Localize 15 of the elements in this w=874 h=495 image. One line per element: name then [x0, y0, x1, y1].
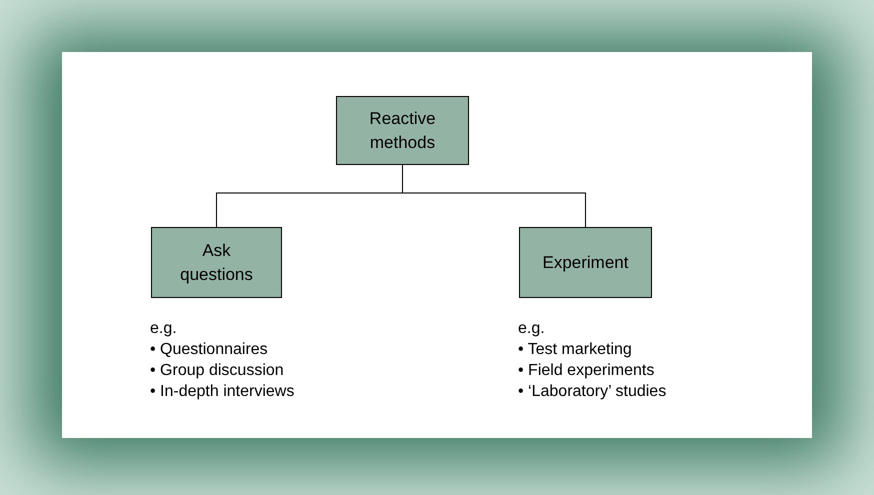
method-box — [336, 96, 469, 165]
example-list-item: • ‘Laboratory’ studies — [518, 382, 668, 402]
method-box — [519, 227, 652, 298]
example-list-item: • In-depth interviews — [150, 382, 296, 402]
connector-line — [402, 164, 586, 228]
example-list-item: • Questionnaires — [150, 340, 269, 360]
box-label: Ask questions — [179, 240, 254, 286]
example-list-item: • Group discussion — [150, 361, 285, 381]
box-label: Reactive methods — [368, 108, 437, 154]
example-list-item: • Field experiments — [518, 361, 656, 381]
box-label: Experiment — [542, 252, 628, 274]
method-box — [151, 227, 282, 298]
example-heading: e.g. — [518, 319, 546, 339]
example-list-item: • Test marketing — [518, 340, 633, 360]
example-heading: e.g. — [150, 319, 178, 339]
